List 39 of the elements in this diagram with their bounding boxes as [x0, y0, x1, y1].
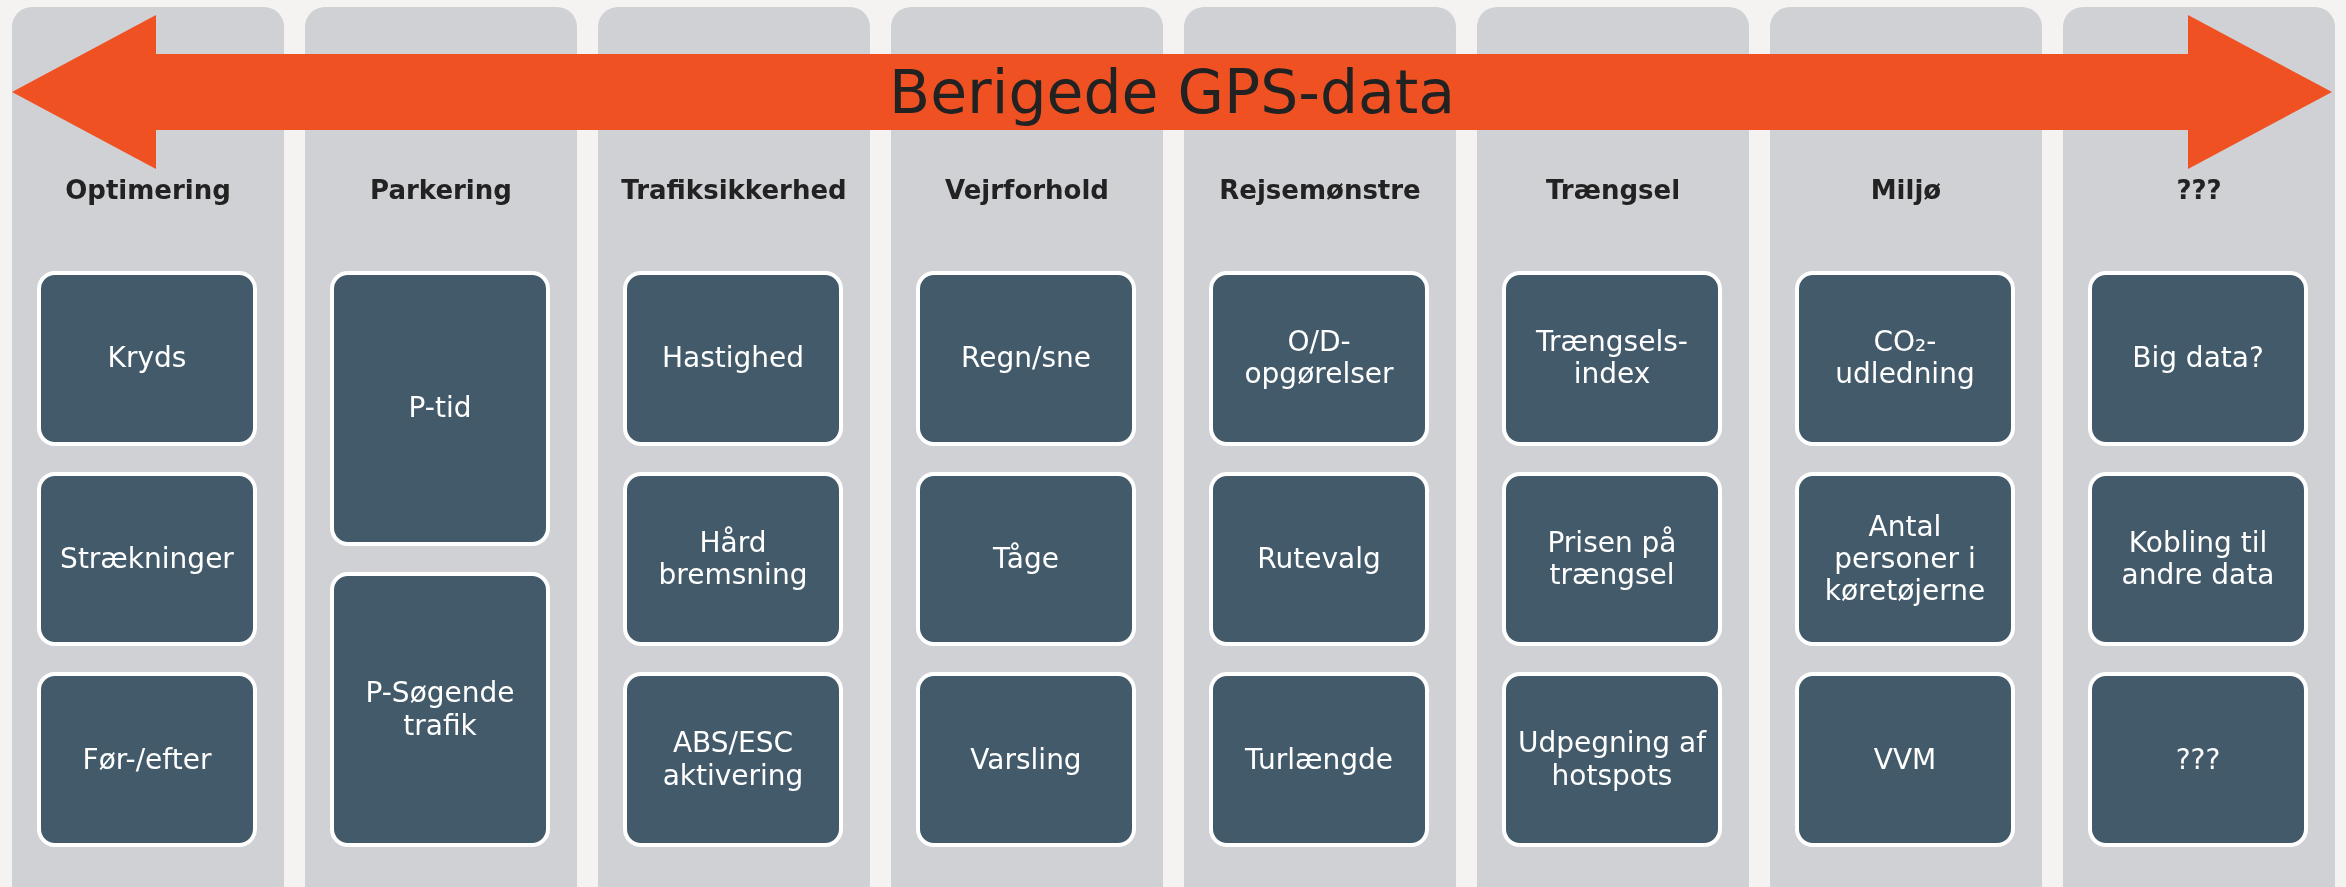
metric-card: CO₂-udledning: [1795, 271, 2015, 446]
metric-card: Prisen på trængsel: [1502, 471, 1722, 647]
metric-card: Big data?: [2088, 271, 2308, 446]
metric-card: Antal personer i køretøjerne: [1795, 471, 2015, 647]
metric-card: Turlængde: [1209, 672, 1429, 847]
column-heading: ???: [2175, 175, 2223, 205]
metric-card: ABS/ESC aktivering: [623, 672, 843, 847]
metric-card: VVM: [1795, 672, 2015, 847]
column-panel: [12, 7, 284, 887]
column-heading: Trængsel: [1544, 175, 1682, 205]
metric-card: Varsling: [916, 672, 1136, 847]
column-heading: Trafiksikkerhed: [620, 175, 848, 205]
metric-card: Hastighed: [623, 271, 843, 446]
metric-card: Rutevalg: [1209, 471, 1429, 647]
column-heading: Optimering: [64, 175, 232, 205]
column-panel: [305, 7, 577, 887]
metric-card: Kobling til andre data: [2088, 471, 2308, 647]
column-heading: Vejrforhold: [944, 175, 1110, 205]
metric-card: Regn/sne: [916, 271, 1136, 446]
metric-card: Før-/efter: [37, 672, 257, 847]
metric-card: Kryds: [37, 271, 257, 446]
column-heading: Miljø: [1869, 175, 1943, 205]
column-panel: [891, 7, 1163, 887]
metric-card: Udpegning af hotspots: [1502, 672, 1722, 847]
metric-card: Hård bremsning: [623, 471, 843, 647]
column-panel: [598, 7, 870, 887]
banner-title: Berigede GPS-data: [889, 57, 1456, 127]
metric-card: ???: [2088, 672, 2308, 847]
metric-card: P-Søgende trafik: [330, 572, 550, 847]
metric-card: Tåge: [916, 471, 1136, 647]
metric-card: P-tid: [330, 271, 550, 546]
column-heading: Rejsemønstre: [1218, 175, 1422, 205]
metric-card: Strækninger: [37, 471, 257, 647]
column-panel: [1477, 7, 1749, 887]
metric-card: Trængsels-index: [1502, 271, 1722, 446]
metric-card: O/D-opgørelser: [1209, 271, 1429, 446]
column-panel: [2063, 7, 2335, 887]
column-heading: Parkering: [369, 175, 513, 205]
column-panel: [1770, 7, 2042, 887]
